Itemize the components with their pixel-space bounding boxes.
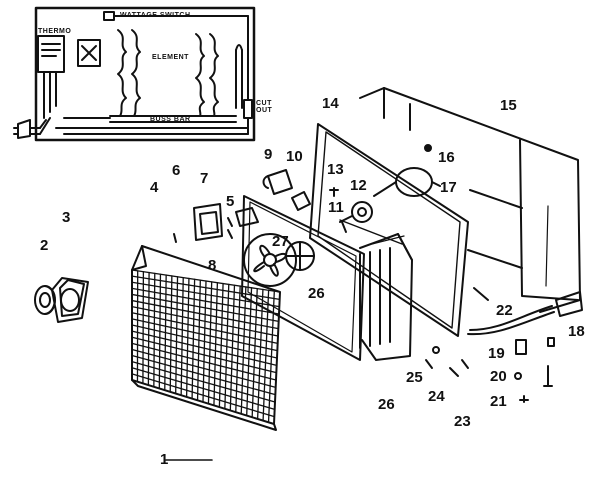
- screw: [341, 221, 347, 233]
- wiring-schematic: [13, 6, 256, 142]
- callout-10: 10: [286, 148, 303, 165]
- screw: [173, 233, 177, 243]
- callout-7: 7: [200, 170, 209, 187]
- callout-23: 23: [454, 413, 471, 430]
- callout-9: 9: [264, 146, 273, 163]
- power-cord: [467, 287, 583, 336]
- callout-21: 21: [490, 393, 507, 410]
- grille-mesh: [131, 269, 281, 425]
- clip: [291, 191, 311, 211]
- heating-element-assembly: [339, 219, 413, 361]
- callout-5: 5: [226, 193, 235, 210]
- wattage-switch-label: WATTAGE SWITCH: [120, 12, 191, 19]
- callout-1: 1: [160, 451, 169, 468]
- element-label: ELEMENT: [152, 54, 189, 61]
- callout-14: 14: [322, 95, 339, 112]
- hardware-parts: [514, 337, 555, 403]
- callout-17: 17: [440, 179, 457, 196]
- callout-2: 2: [40, 237, 49, 254]
- screw: [329, 187, 339, 197]
- thermostat-label: THERMO: [38, 28, 72, 35]
- callout-15: 15: [500, 97, 517, 114]
- callout-27: 27: [272, 233, 289, 250]
- callout-26-bottom: 26: [378, 396, 395, 413]
- callout-26-panel: 26: [308, 285, 325, 302]
- thermostat: [339, 201, 373, 223]
- mounting-bracket: [193, 203, 223, 241]
- wall-box: [359, 87, 581, 313]
- callout-6: 6: [172, 162, 181, 179]
- callout-24: 24: [428, 388, 445, 405]
- small-fasteners: [425, 346, 469, 377]
- cut-out-label: CUT OUT: [256, 100, 273, 114]
- callout-11: 11: [328, 199, 344, 216]
- callout-19: 19: [488, 345, 505, 362]
- callout-8: 8: [208, 257, 217, 274]
- callout-13: 13: [327, 161, 344, 178]
- wrapper-frame: [309, 123, 469, 337]
- screw: [424, 144, 432, 152]
- callout-16: 16: [438, 149, 455, 166]
- callout-18: 18: [568, 323, 585, 340]
- callout-22: 22: [496, 302, 513, 319]
- callout-20: 20: [490, 368, 507, 385]
- buss-bar-label: BUSS BAR: [150, 116, 191, 123]
- knob-bezel: [51, 277, 89, 323]
- callout-3: 3: [62, 209, 71, 226]
- wattage-switch: [262, 169, 293, 195]
- screw: [227, 217, 233, 239]
- callout-12: 12: [350, 177, 367, 194]
- limit-switch: [373, 167, 441, 197]
- callout-4: 4: [150, 179, 159, 196]
- callout-25: 25: [406, 369, 423, 386]
